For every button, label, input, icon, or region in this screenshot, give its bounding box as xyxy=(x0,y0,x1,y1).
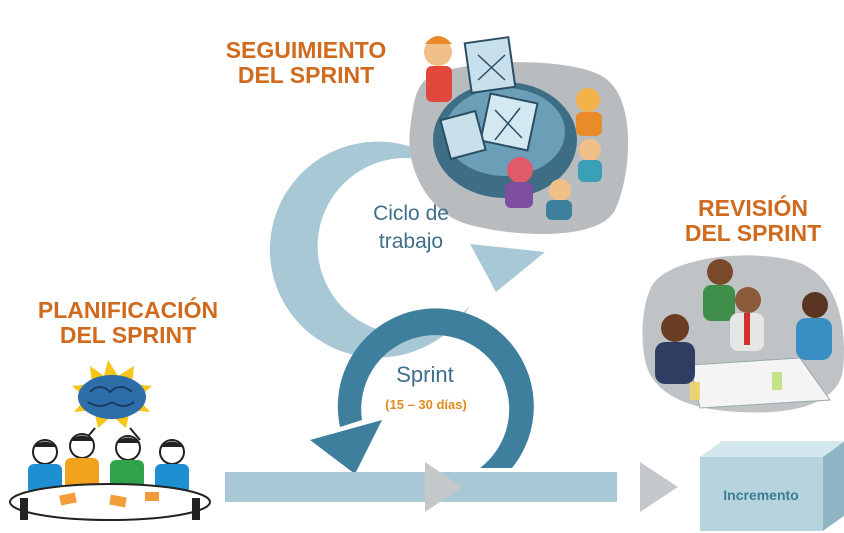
sprint-review-heading-line2: DEL SPRINT xyxy=(684,220,822,247)
sprint-review-heading-line1: REVISIÓN xyxy=(698,195,808,221)
sprint-tracking-heading-line1: SEGUIMIENTO xyxy=(225,37,387,63)
sprint-planning-heading: PLANIFICACIÓN DEL SPRINT xyxy=(18,297,238,349)
increment-label: Incremento xyxy=(723,487,798,503)
flow-arrowhead-end xyxy=(640,462,678,512)
sprint-tracking-heading: SEGUIMIENTO DEL SPRINT xyxy=(206,37,406,89)
sprint-review-illustration xyxy=(642,255,844,413)
work-cycle-label-line1: Ciclo de xyxy=(373,202,449,225)
sprint-label: Sprint xyxy=(396,362,453,387)
sprint-arrowhead xyxy=(310,420,382,474)
work-cycle-arrowhead xyxy=(470,244,545,292)
sprint-review-heading: REVISIÓN DEL SPRINT xyxy=(668,195,838,247)
increment-box xyxy=(700,441,844,531)
flow-arrowhead-mid xyxy=(425,462,462,512)
work-cycle-label-line2: trabajo xyxy=(379,230,443,253)
flow-bar xyxy=(225,462,678,512)
sprint-loop xyxy=(310,308,534,474)
sprint-planning-heading-line2: DEL SPRINT xyxy=(59,322,197,349)
sprint-tracking-illustration xyxy=(409,36,629,235)
sprint-tracking-heading-line2: DEL SPRINT xyxy=(237,62,375,89)
sprint-planning-illustration xyxy=(9,360,211,521)
sprint-duration: (15 – 30 días) xyxy=(385,397,467,412)
sprint-planning-heading-line1: PLANIFICACIÓN xyxy=(37,297,219,323)
work-cycle-loop xyxy=(269,141,545,358)
